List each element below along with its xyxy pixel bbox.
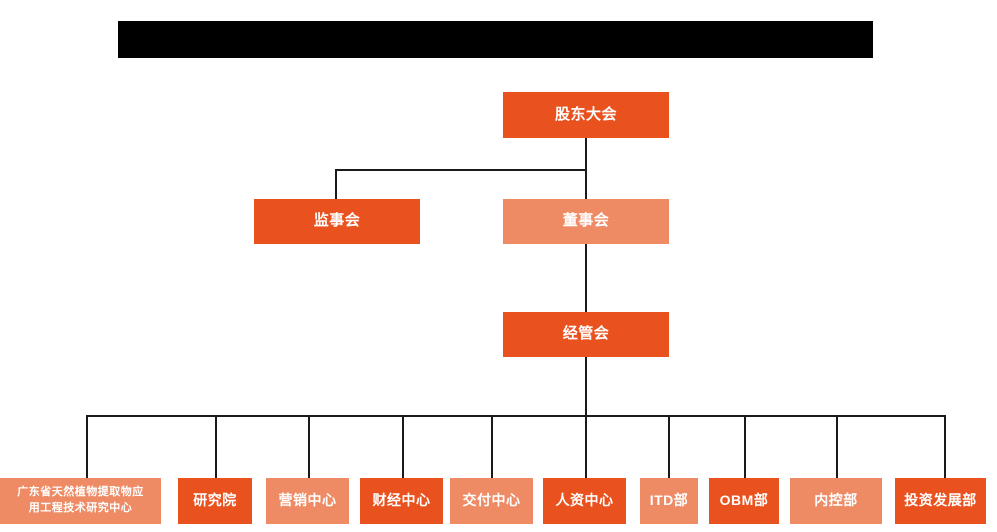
connector-level2-bus — [335, 169, 587, 171]
org-node-label: 研究院 — [193, 492, 237, 509]
org-node-label: OBM部 — [719, 492, 769, 509]
org-node-label: 内控部 — [814, 492, 858, 509]
org-node-label-line1: 广东省天然植物提取物应 — [17, 486, 144, 499]
redacted-title-bar — [118, 21, 873, 58]
connector-management-down — [585, 357, 587, 416]
org-node-research-institute[interactable]: 研究院 — [178, 478, 252, 524]
org-node-label: 广东省天然植物提取物应 用工程技术研究中心 — [17, 485, 144, 517]
connector-drop-dept-7 — [668, 415, 670, 478]
connector-department-bus — [86, 415, 946, 417]
org-node-board-of-supervisors[interactable]: 监事会 — [254, 199, 420, 244]
connector-directors-to-management — [585, 242, 587, 312]
connector-drop-dept-4 — [402, 415, 404, 478]
connector-drop-dept-9 — [836, 415, 838, 478]
org-node-label: 交付中心 — [462, 492, 521, 509]
connector-drop-supervisors — [335, 169, 337, 200]
connector-drop-dept-10 — [944, 415, 946, 478]
org-node-itd-department[interactable]: ITD部 — [640, 478, 698, 524]
org-node-label: ITD部 — [649, 492, 689, 509]
org-node-hr-center[interactable]: 人资中心 — [543, 478, 626, 524]
connector-drop-directors — [585, 169, 587, 200]
org-node-label: 董事会 — [562, 212, 610, 230]
connector-drop-dept-8 — [744, 415, 746, 478]
org-node-board-of-directors[interactable]: 董事会 — [503, 199, 669, 244]
org-node-label: 投资发展部 — [904, 492, 977, 509]
org-node-management-committee[interactable]: 经管会 — [503, 312, 669, 357]
connector-drop-dept-5 — [491, 415, 493, 478]
org-node-label-line2: 用工程技术研究中心 — [28, 502, 133, 514]
org-node-delivery-center[interactable]: 交付中心 — [450, 478, 533, 524]
org-node-internal-control-department[interactable]: 内控部 — [790, 478, 882, 524]
connector-drop-dept-6 — [585, 415, 587, 478]
connector-shareholders-down — [585, 137, 587, 170]
connector-drop-dept-1 — [86, 415, 88, 478]
org-node-label: 股东大会 — [554, 105, 617, 123]
org-node-label: 营销中心 — [278, 492, 337, 509]
org-node-label: 监事会 — [313, 212, 361, 230]
connector-drop-dept-3 — [308, 415, 310, 478]
org-node-shareholders-meeting[interactable]: 股东大会 — [503, 92, 669, 138]
org-node-finance-center[interactable]: 财经中心 — [360, 478, 443, 524]
connector-drop-dept-2 — [215, 415, 217, 478]
org-node-investment-development-department[interactable]: 投资发展部 — [895, 478, 986, 524]
org-node-obm-department[interactable]: OBM部 — [709, 478, 779, 524]
org-node-label: 人资中心 — [555, 492, 614, 509]
org-node-label: 经管会 — [562, 325, 610, 343]
org-node-marketing-center[interactable]: 营销中心 — [266, 478, 349, 524]
org-node-label: 财经中心 — [372, 492, 431, 509]
org-node-guangdong-research-center[interactable]: 广东省天然植物提取物应 用工程技术研究中心 — [0, 478, 161, 524]
